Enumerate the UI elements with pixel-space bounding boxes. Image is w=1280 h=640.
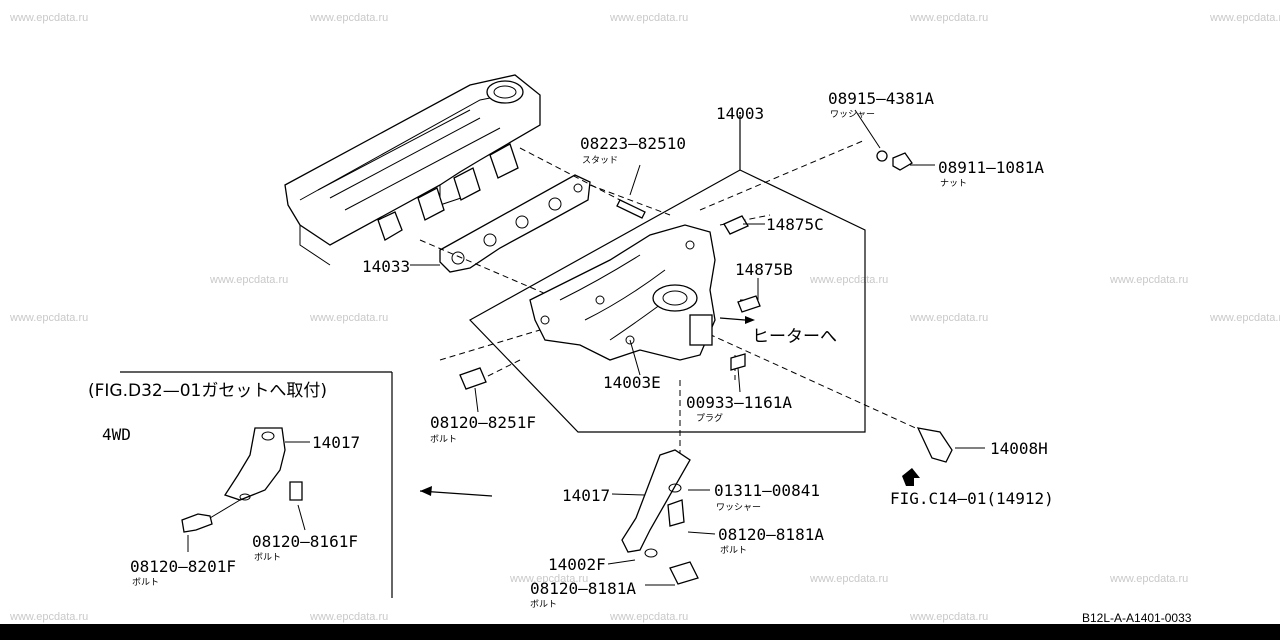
watermark: www.epcdata.ru bbox=[1109, 573, 1188, 585]
part-08120-8181a-label: 08120—8181A bbox=[718, 525, 824, 544]
part-08120-8181a-desc: ボルト bbox=[720, 545, 747, 556]
watermark: www.epcdata.ru bbox=[9, 611, 88, 623]
leader-lines bbox=[410, 109, 985, 586]
watermark: www.epcdata.ru bbox=[1109, 274, 1188, 286]
watermark: www.epcdata.ru bbox=[209, 274, 288, 286]
inset-part-08120-8161f-desc: ボルト bbox=[254, 552, 281, 563]
watermark: www.epcdata.ru bbox=[9, 312, 88, 324]
watermark: www.epcdata.ru bbox=[609, 611, 688, 623]
image-code: B12L-A-A1401-0033 bbox=[1082, 611, 1192, 625]
inset-part-08120-8201f-label: 08120—8201F bbox=[130, 557, 236, 576]
watermark: www.epcdata.ru bbox=[909, 12, 988, 24]
watermark: www.epcdata.ru bbox=[309, 312, 388, 324]
reference-arrow-icon bbox=[902, 468, 920, 486]
inset-part-08120-8201f-desc: ボルト bbox=[132, 577, 159, 588]
part-08120-8251f-desc: ボルト bbox=[430, 434, 457, 445]
part-08223-82510-label: 08223—82510 bbox=[580, 134, 686, 153]
cylinder-head-drawing bbox=[284, 74, 541, 266]
watermark: www.epcdata.ru bbox=[1209, 312, 1280, 324]
small-parts-drawing bbox=[459, 150, 953, 585]
to-heater-label: ヒーターへ bbox=[752, 327, 837, 347]
inset-part-14017-label: 14017 bbox=[312, 433, 360, 452]
inset-part-08120-8161f-label: 08120—8161F bbox=[252, 532, 358, 551]
watermarks: www.epcdata.ru www.epcdata.ru www.epcdat… bbox=[9, 12, 1280, 623]
part-14008h-label: 14008H bbox=[990, 439, 1048, 458]
inset-title: (FIG.D32—01ガセットへ取付) bbox=[88, 381, 327, 401]
intake-manifold-drawing bbox=[469, 115, 866, 433]
watermark: www.epcdata.ru bbox=[309, 611, 388, 623]
fig-c14-01-reference[interactable]: FIG.C14—01(14912) bbox=[890, 489, 1054, 508]
part-08915-4381a-desc: ワッシャー bbox=[830, 110, 875, 120]
part-14003e-label: 14003E bbox=[603, 373, 661, 392]
part-08911-1081a-label: 08911—1081A bbox=[938, 158, 1044, 177]
watermark: www.epcdata.ru bbox=[1209, 12, 1280, 24]
inset-arrow-icon bbox=[420, 486, 432, 496]
part-00933-1161a-desc: プラグ bbox=[696, 412, 723, 424]
part-08120-8251f-label: 08120—8251F bbox=[430, 413, 536, 432]
part-14033-label: 14033 bbox=[362, 257, 410, 276]
part-14017-label: 14017 bbox=[562, 486, 610, 505]
watermark: www.epcdata.ru bbox=[509, 573, 588, 585]
bottom-bar bbox=[0, 624, 1280, 640]
part-08223-82510-desc: スタッド bbox=[582, 155, 618, 166]
part-08120-8181a-2-desc: ボルト bbox=[530, 599, 557, 610]
watermark: www.epcdata.ru bbox=[809, 274, 888, 286]
part-01311-00841-label: 01311—00841 bbox=[714, 481, 820, 500]
part-08915-4381a-label: 08915—4381A bbox=[828, 89, 934, 108]
inset-4wd: (FIG.D32—01ガセットへ取付) 4WD 14017 08120—8161… bbox=[88, 371, 493, 598]
watermark: www.epcdata.ru bbox=[609, 12, 688, 24]
part-14875c-label: 14875C bbox=[766, 215, 824, 234]
watermark: www.epcdata.ru bbox=[309, 12, 388, 24]
inset-variant-label: 4WD bbox=[102, 425, 131, 444]
part-14002f-label: 14002F bbox=[548, 555, 606, 574]
watermark: www.epcdata.ru bbox=[909, 312, 988, 324]
part-08911-1081a-desc: ナット bbox=[940, 178, 967, 189]
watermark: www.epcdata.ru bbox=[909, 611, 988, 623]
part-14003-label: 14003 bbox=[716, 104, 764, 123]
part-08120-8181a-2-label: 08120—8181A bbox=[530, 579, 636, 598]
watermark: www.epcdata.ru bbox=[809, 573, 888, 585]
part-01311-00841-desc: ワッシャー bbox=[716, 503, 761, 513]
part-14875b-label: 14875B bbox=[735, 260, 793, 279]
watermark: www.epcdata.ru bbox=[9, 12, 88, 24]
part-00933-1161a-label: 00933—1161A bbox=[686, 393, 792, 412]
gasket-drawing bbox=[439, 174, 591, 273]
